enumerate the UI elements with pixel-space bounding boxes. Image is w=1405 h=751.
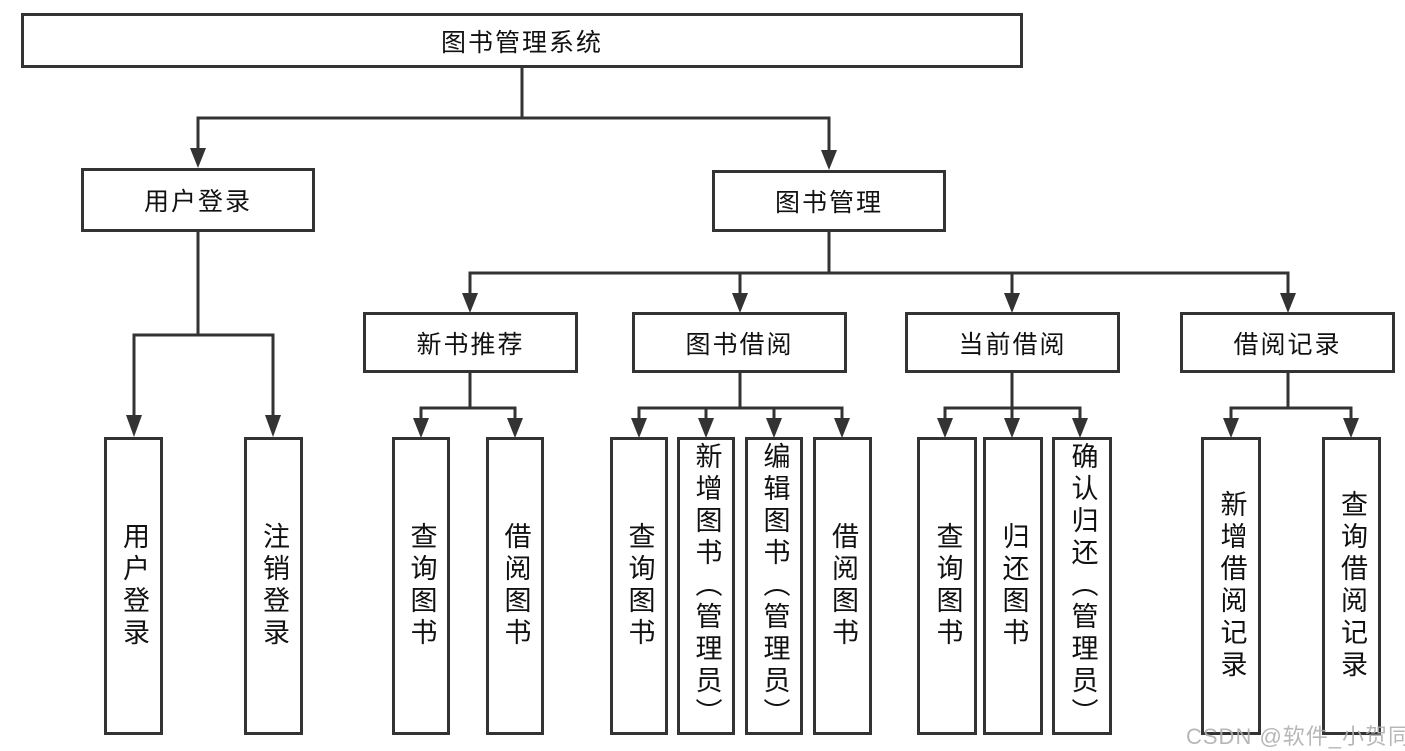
leaf-add-borrow-record-label: 新增借阅记录	[1216, 490, 1247, 682]
node-root-label: 图书管理系统	[440, 28, 603, 57]
leaf-query-borrow-record-label: 查询借阅记录	[1337, 490, 1367, 682]
leaf-borrow-books-2: 借阅图书	[813, 437, 872, 735]
node-book-management: 图书管理	[712, 170, 946, 232]
leaf-logout: 注销登录	[244, 437, 303, 735]
leaf-user-login-label: 用户登录	[119, 522, 149, 650]
leaf-query-borrow-record: 查询借阅记录	[1322, 437, 1381, 735]
node-borrow-records-label: 借阅记录	[1233, 330, 1342, 359]
leaf-query-books-2: 查询图书	[610, 437, 668, 735]
node-new-book-recommend: 新书推荐	[363, 312, 578, 373]
leaf-confirm-return-admin-label: 确认归还（管理员）	[1067, 442, 1098, 730]
leaf-borrow-books-2-label: 借阅图书	[828, 522, 858, 650]
node-book-management-label: 图书管理	[774, 189, 883, 217]
node-root: 图书管理系统	[21, 13, 1023, 68]
leaf-user-login: 用户登录	[104, 437, 163, 735]
node-user-login-label: 用户登录	[143, 188, 252, 216]
leaf-query-books-1-label: 查询图书	[406, 522, 437, 650]
leaf-edit-books-admin: 编辑图书（管理员）	[745, 437, 803, 735]
leaf-add-books-admin-label: 新增图书（管理员）	[691, 442, 722, 730]
leaf-add-books-admin: 新增图书（管理员）	[677, 437, 735, 735]
leaf-edit-books-admin-label: 编辑图书（管理员）	[759, 442, 790, 730]
leaf-confirm-return-admin: 确认归还（管理员）	[1052, 437, 1112, 735]
node-current-borrow: 当前借阅	[905, 312, 1120, 373]
leaf-borrow-books-1-label: 借阅图书	[500, 522, 531, 650]
leaf-logout-label: 注销登录	[259, 522, 289, 650]
leaf-query-books-3: 查询图书	[917, 437, 977, 735]
node-borrow-records: 借阅记录	[1180, 312, 1395, 373]
node-new-book-recommend-label: 新书推荐	[416, 330, 525, 359]
node-book-borrow-label: 图书借阅	[685, 330, 794, 359]
leaf-return-books: 归还图书	[983, 437, 1043, 735]
leaf-query-books-1: 查询图书	[392, 437, 450, 735]
leaf-borrow-books-1: 借阅图书	[486, 437, 544, 735]
leaf-add-borrow-record: 新增借阅记录	[1201, 437, 1261, 735]
node-book-borrow: 图书借阅	[632, 312, 847, 373]
leaf-query-books-3-label: 查询图书	[932, 522, 963, 650]
node-current-borrow-label: 当前借阅	[958, 330, 1067, 359]
node-user-login: 用户登录	[81, 168, 315, 232]
csdn-watermark: CSDN @软件_小贺同学	[1186, 724, 1405, 749]
arrow-heads	[126, 148, 1359, 438]
leaf-return-books-label: 归还图书	[998, 522, 1029, 650]
leaf-query-books-2-label: 查询图书	[624, 522, 655, 650]
